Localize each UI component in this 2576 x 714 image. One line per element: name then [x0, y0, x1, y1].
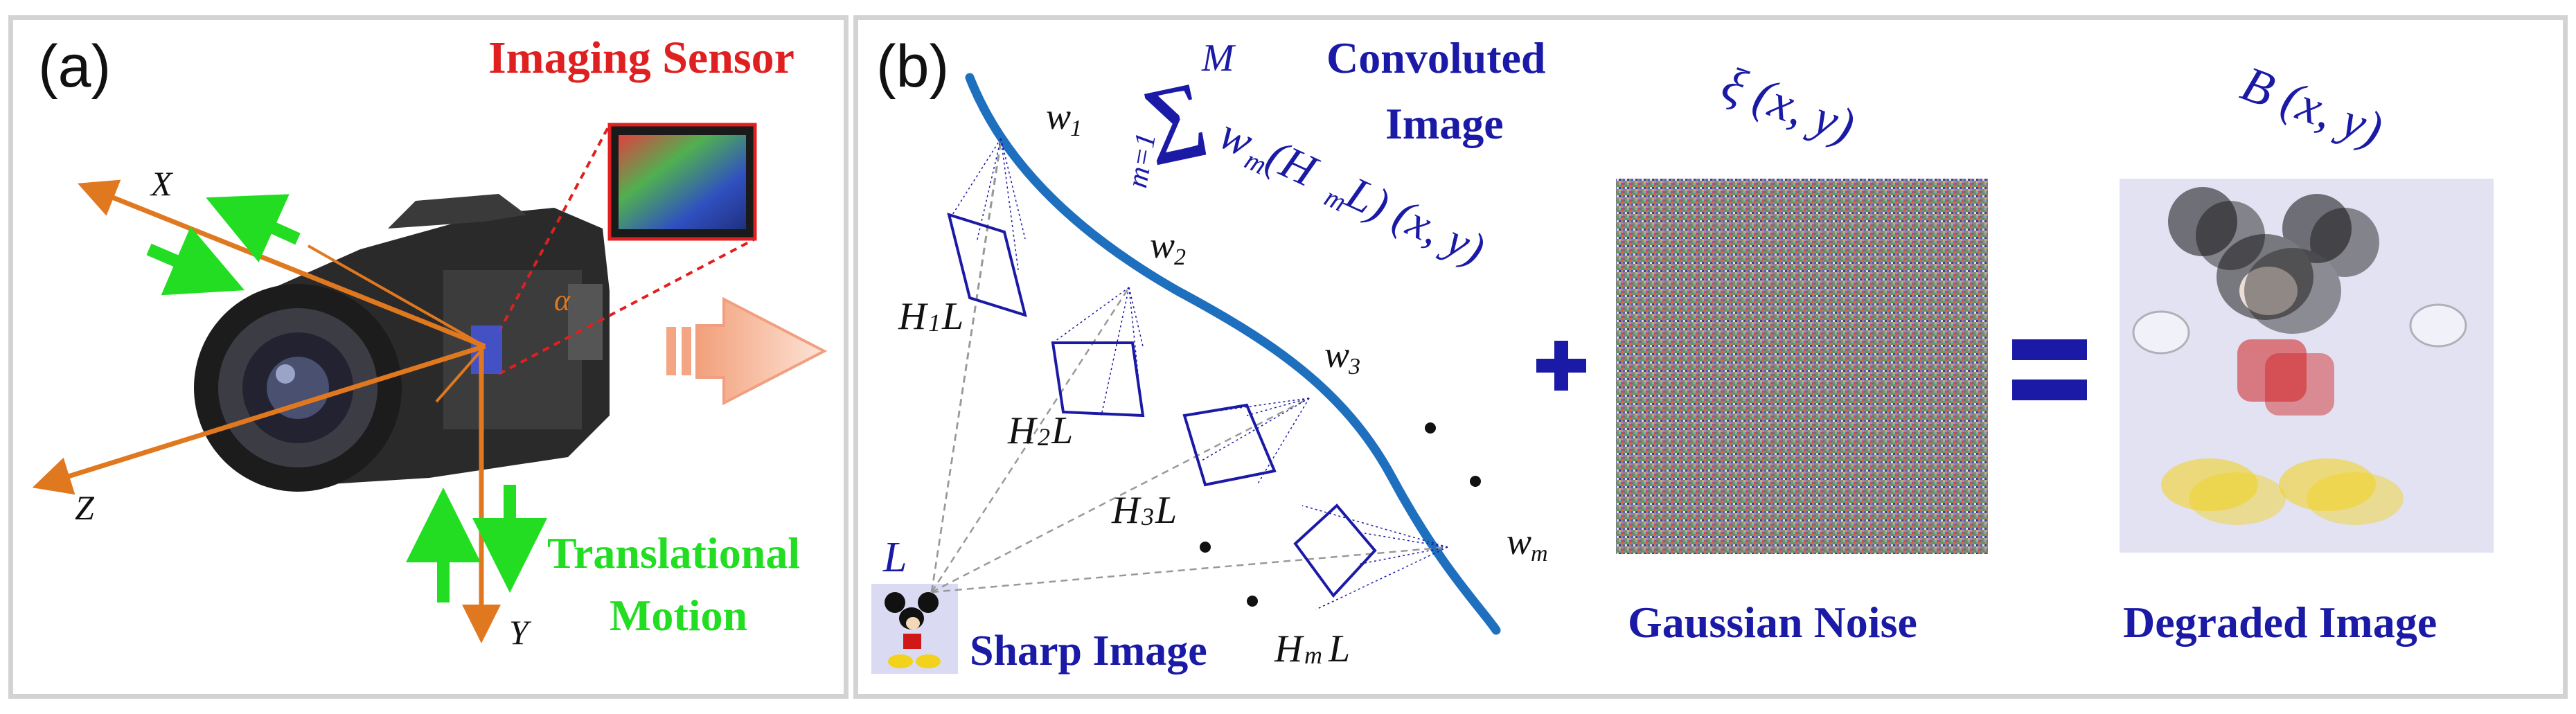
kernel-label-m-l: L [1328, 627, 1350, 670]
weight-w3-sub: 3 [1348, 354, 1360, 380]
angle-label: α [554, 283, 571, 317]
axis-y-label: Y [509, 613, 532, 652]
plus-operator [1536, 341, 1586, 391]
kernel-3 [1182, 398, 1310, 487]
kernel-label-3-sub: 3 [1141, 503, 1154, 530]
kernel-label-1-l: L [941, 295, 963, 338]
coordinate-axes [32, 179, 501, 643]
trajectory-curve [965, 73, 1501, 635]
kernel-label-2-sub: 2 [1038, 423, 1050, 451]
kernel-label-3-h: H [1111, 489, 1142, 532]
kernel-m [1293, 503, 1448, 610]
sum-lower: m=1 [1121, 130, 1162, 190]
degraded-image-label: Degraded Image [2123, 598, 2437, 647]
camera-illustration [194, 194, 610, 492]
kernel-label-3-l: L [1155, 489, 1177, 532]
kernel-label-2-h: H [1007, 409, 1038, 452]
panel-b-label: (b) [876, 33, 949, 100]
process-arrow [666, 296, 828, 406]
axis-z-label: Z [75, 488, 95, 527]
kernel-1 [947, 138, 1027, 317]
degraded-image [2120, 179, 2494, 553]
weight-w3-letter: w [1324, 334, 1349, 375]
weight-wm-letter: w [1507, 521, 1531, 562]
weight-w2-sub: 2 [1174, 244, 1186, 270]
weight-w1-letter: w [1046, 96, 1071, 137]
weight-wm: w m [1507, 521, 1548, 566]
translational-motion-label-line2: Motion [610, 591, 747, 640]
convoluted-image-label-line1: Convoluted [1326, 33, 1546, 82]
projection-rays [930, 138, 1448, 593]
kernel-label-3: H 3 L [1111, 489, 1177, 532]
kernel-label-m-sub: m [1304, 641, 1322, 669]
weight-w2-letter: w [1150, 224, 1175, 266]
panel-a-label: (a) [38, 33, 111, 100]
weight-w1-sub: 1 [1070, 116, 1082, 141]
imaging-sensor-label: Imaging Sensor [488, 33, 794, 83]
translational-motion-label-line1: Translational [547, 528, 800, 578]
noise-symbol: ξ (x, y) [1715, 55, 1862, 154]
sharp-image-symbol: L [882, 534, 907, 581]
axis-x-label: X [150, 164, 174, 203]
sensor-inset [471, 123, 757, 375]
sum-term-tail: L) (x, y) [1338, 167, 1493, 275]
ellipsis-dots [1200, 422, 1481, 607]
kernel-label-2: H 2 L [1007, 409, 1073, 452]
kernel-label-1-h: H [898, 295, 928, 338]
translation-arrows [146, 194, 547, 603]
kernel-label-1-sub: 1 [928, 309, 941, 337]
weight-wm-sub: m [1531, 541, 1548, 566]
gaussian-noise-label: Gaussian Noise [1628, 598, 1917, 647]
kernel-label-1: H 1 L [898, 295, 963, 338]
kernel-label-2-l: L [1051, 409, 1073, 452]
blur-symbol: B (x, y) [2235, 55, 2390, 157]
kernel-2 [1051, 287, 1145, 418]
sharp-image-label: Sharp Image [970, 627, 1207, 675]
equals-operator [2012, 339, 2087, 400]
sum-term-h: (H [1259, 130, 1326, 197]
sum-upper: M [1201, 37, 1236, 80]
sharp-image-thumbnail [871, 584, 958, 674]
weight-w2: w 2 [1150, 224, 1186, 270]
kernel-label-m-h: H [1274, 627, 1304, 670]
weight-w1: w 1 [1046, 96, 1082, 141]
gaussian-noise-image [1616, 179, 1988, 554]
kernel-label-m: H m L [1274, 627, 1350, 670]
weight-w3: w 3 [1324, 334, 1360, 380]
convoluted-image-label-line2: Image [1385, 99, 1504, 148]
